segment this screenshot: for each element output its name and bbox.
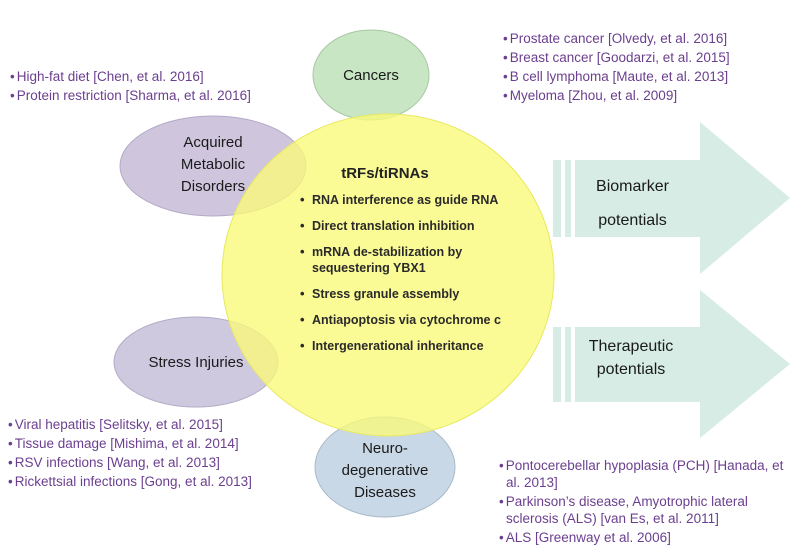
biomarker-label-line: potentials xyxy=(598,212,667,229)
cancers-label: Cancers xyxy=(343,67,399,84)
reference-item: Myeloma [Zhou, et al. 2009] xyxy=(503,87,793,104)
biomarker-arrow xyxy=(553,122,790,274)
therapeutic-label-line: Therapeutic xyxy=(588,338,674,355)
biomarker-label-line: Biomarker xyxy=(596,178,669,195)
reference-item: ALS [Greenway et al. 2006] xyxy=(499,529,789,546)
reference-item: High-fat diet [Chen, et al. 2016] xyxy=(10,68,300,85)
metabolic-label-line: Disorders xyxy=(180,178,246,195)
mechanism-item: Direct translation inhibition xyxy=(300,218,540,234)
therapeutic-label-line: potentials xyxy=(596,361,666,378)
mechanism-item: mRNA de-stabilization by sequestering YB… xyxy=(300,244,507,276)
mechanism-item: Antiapoptosis via cytochrome c xyxy=(300,312,540,328)
reference-item: Parkinson’s disease, Amyotrophic lateral… xyxy=(499,493,789,527)
metabolic-label: Acquired Metabolic Disorders xyxy=(143,132,283,198)
reference-item: Prostate cancer [Olvedy, et al. 2016] xyxy=(503,30,793,47)
mechanism-item: Stress granule assembly xyxy=(300,286,540,302)
mechanism-list: RNA interference as guide RNA Direct tra… xyxy=(300,192,540,354)
cancers-references: Prostate cancer [Olvedy, et al. 2016] Br… xyxy=(503,30,793,106)
therapeutic-arrow xyxy=(553,290,790,438)
metabolic-label-line: Metabolic xyxy=(180,156,246,173)
neuro-label-line: Diseases xyxy=(354,484,416,501)
reference-item: B cell lymphoma [Maute, et al. 2013] xyxy=(503,68,793,85)
biomarker-label: Biomarker potentials xyxy=(575,170,690,238)
neuro-label-line: Neuro- xyxy=(362,440,408,457)
reference-item: Rickettsial infections [Gong, et al. 201… xyxy=(8,473,308,490)
neuro-label: Neuro- degenerative Diseases xyxy=(325,438,445,504)
therapeutic-label: Therapeutic potentials xyxy=(572,335,690,381)
center-title: tRFs/tiRNAs xyxy=(341,165,429,182)
reference-item: Viral hepatitis [Selitsky, et al. 2015] xyxy=(8,416,308,433)
neuro-label-line: degenerative xyxy=(341,462,429,479)
neuro-references: Pontocerebellar hypoplasia (PCH) [Hanada… xyxy=(499,457,789,548)
reference-item: RSV infections [Wang, et al. 2013] xyxy=(8,454,308,471)
reference-item: Tissue damage [Mishima, et al. 2014] xyxy=(8,435,308,452)
metabolic-references: High-fat diet [Chen, et al. 2016] Protei… xyxy=(10,68,300,106)
reference-item: Pontocerebellar hypoplasia (PCH) [Hanada… xyxy=(499,457,789,491)
mechanism-item: RNA interference as guide RNA xyxy=(300,192,540,208)
metabolic-label-line: Acquired xyxy=(183,134,243,151)
reference-item: Protein restriction [Sharma, et al. 2016… xyxy=(10,87,300,104)
mechanism-item: Intergenerational inheritance xyxy=(300,338,540,354)
stress-label: Stress Injuries xyxy=(148,354,244,371)
reference-item: Breast cancer [Goodarzi, et al. 2015] xyxy=(503,49,793,66)
stress-references: Viral hepatitis [Selitsky, et al. 2015] … xyxy=(8,416,308,492)
